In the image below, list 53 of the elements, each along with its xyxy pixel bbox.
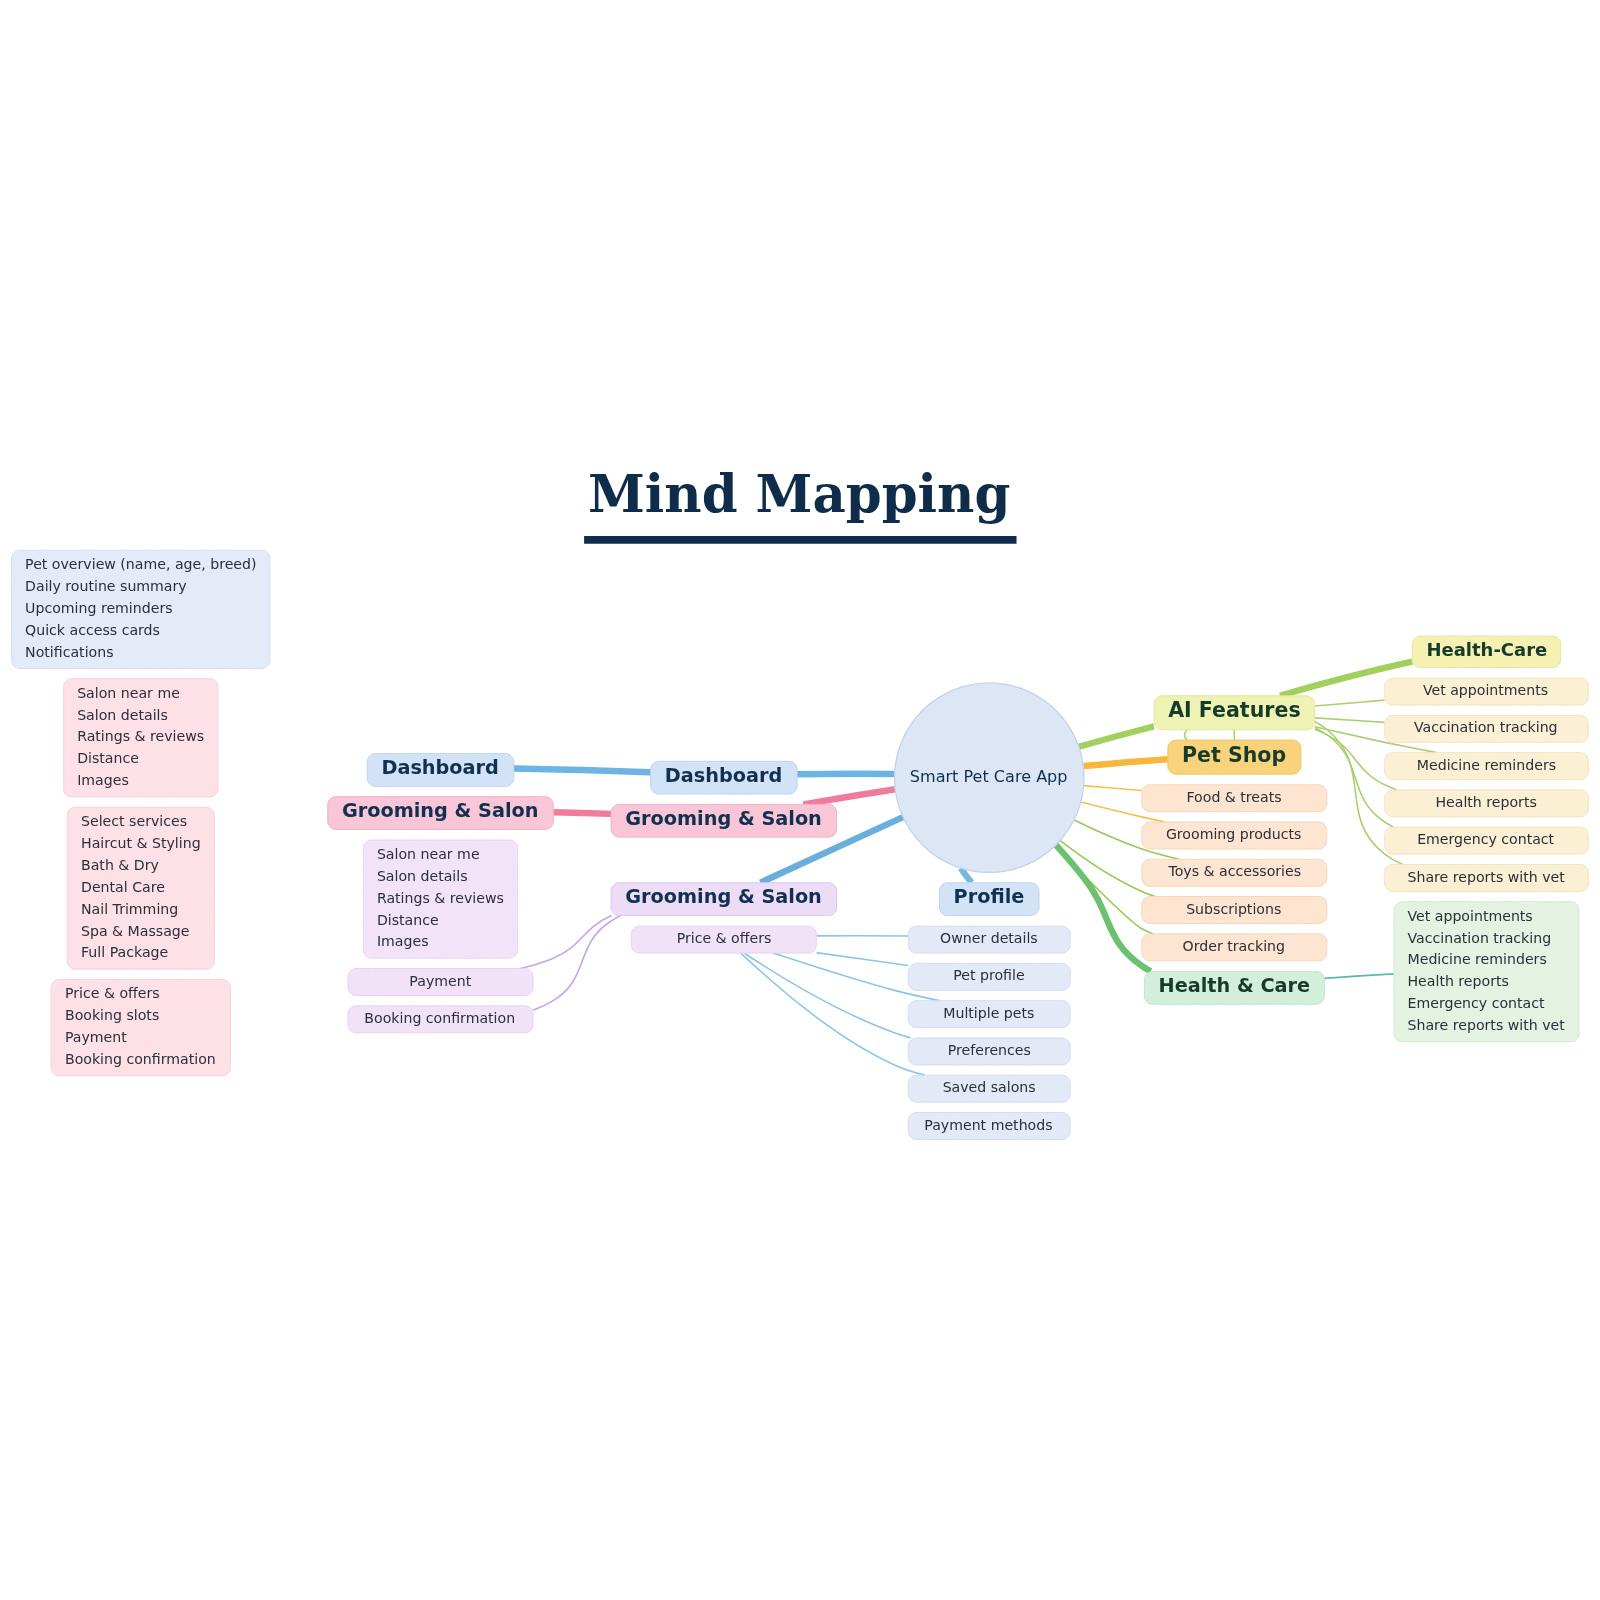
diagram-title: Mind Mapping xyxy=(587,463,1011,524)
node-box: Price & offers Booking slots Payment Booking confirmation xyxy=(50,978,231,1076)
connector xyxy=(743,951,912,1039)
connector xyxy=(553,808,612,817)
node-box: Dashboard xyxy=(650,760,798,795)
connector xyxy=(1313,716,1386,723)
node-box: Medicine reminders xyxy=(1384,751,1589,780)
node-box: Grooming & Salon xyxy=(610,881,838,916)
node-box: Grooming & Salon xyxy=(610,803,838,838)
node-box: Share reports with vet xyxy=(1384,863,1589,892)
node-box: Profile xyxy=(938,881,1040,916)
node-box: Saved salons xyxy=(907,1074,1071,1103)
node-box: Owner details xyxy=(907,925,1071,954)
connector xyxy=(513,764,651,775)
connector xyxy=(1323,972,1395,979)
node-box: Preferences xyxy=(907,1036,1071,1065)
node-box: Vaccination tracking xyxy=(1384,714,1589,743)
node-box: Pet overview (name, age, breed) Daily routine summary Upcoming reminders Quick access cards Notifications xyxy=(11,549,271,669)
connector xyxy=(1078,722,1155,750)
node-box: Grooming products xyxy=(1141,821,1328,849)
node-box: Order tracking xyxy=(1141,932,1328,961)
node-box: Grooming & Salon xyxy=(327,795,554,830)
connector xyxy=(532,914,622,1011)
node-box: Select services Haircut & Styling Bath & Dry Dental Care Nail Trimming Spa & Massage Full Package xyxy=(66,806,215,970)
connector xyxy=(1083,755,1168,769)
connector xyxy=(815,934,909,937)
node-box: Pet Shop xyxy=(1167,739,1302,775)
node-box: AI Features xyxy=(1153,694,1316,730)
node-box: Price & offers xyxy=(630,925,817,954)
connector xyxy=(797,770,895,777)
connector xyxy=(815,951,909,966)
node-circle: Smart Pet Care App xyxy=(893,681,1085,873)
connector xyxy=(1059,839,1156,897)
connector xyxy=(1313,698,1386,707)
node-box: Vet appointments Vaccination tracking Medicine reminders Health reports Emergency contact Share reports with vet xyxy=(1393,900,1580,1042)
node-box: Health reports xyxy=(1384,788,1589,817)
node-box: Health & Care xyxy=(1143,970,1325,1005)
connector xyxy=(1314,726,1395,828)
node-box: Toys & accessories xyxy=(1141,858,1328,887)
node-box: Vet appointments xyxy=(1384,677,1589,706)
node-box: Food & treats xyxy=(1141,783,1328,812)
node-box: Pet profile xyxy=(907,962,1071,991)
node-box: Dashboard xyxy=(366,752,515,787)
node-box: Payment xyxy=(347,967,534,996)
node-box: Salon near me Salon details Ratings & reviews Distance Images xyxy=(362,839,519,959)
node-box: Emergency contact xyxy=(1384,826,1589,855)
node-box: Subscriptions xyxy=(1141,895,1328,924)
connector xyxy=(1083,784,1143,791)
node-box: Payment methods xyxy=(907,1111,1071,1140)
node-box: Health-Care xyxy=(1411,635,1562,668)
node-box: Multiple pets xyxy=(907,999,1071,1028)
node-box: Salon near me Salon details Ratings & reviews Distance Images xyxy=(63,677,219,797)
node-box: Booking confirmation xyxy=(347,1004,534,1033)
